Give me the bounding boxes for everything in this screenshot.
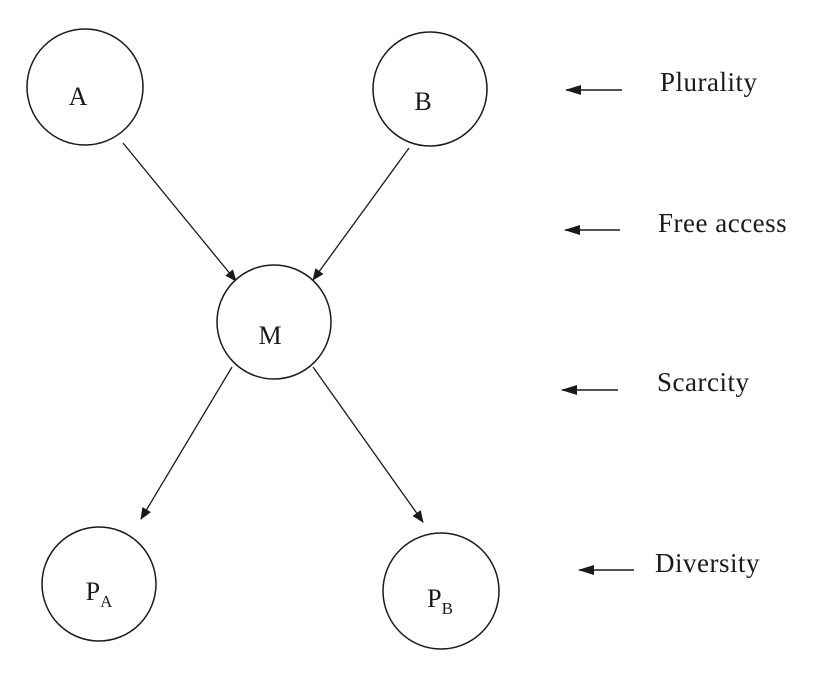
node-m-label: M	[258, 321, 281, 350]
level-free-access: Free access	[564, 208, 787, 238]
level-free-access-label: Free access	[658, 208, 787, 238]
level-scarcity: Scarcity	[561, 367, 749, 397]
node-pa-main: P	[86, 577, 100, 606]
node-b-circle	[372, 31, 488, 147]
level-diversity-label: Diversity	[655, 548, 760, 578]
node-b: B	[372, 31, 488, 147]
node-b-label: B	[414, 87, 431, 116]
level-scarcity-label: Scarcity	[657, 367, 749, 397]
node-a: A	[26, 28, 144, 146]
node-pa: PA	[41, 526, 157, 642]
node-pa-label: PA	[86, 577, 113, 611]
node-m-circle	[216, 264, 332, 380]
node-pb-label: PB	[427, 584, 453, 618]
level-plurality-label: Plurality	[660, 67, 758, 97]
edge-m-to-pb	[312, 366, 424, 523]
node-pb-subscript: B	[442, 599, 453, 618]
level-diversity: Diversity	[578, 548, 760, 578]
node-pa-circle	[41, 526, 157, 642]
node-a-circle	[26, 28, 144, 146]
level-plurality: Plurality	[565, 67, 758, 97]
node-m: M	[216, 264, 332, 380]
node-pb: PB	[382, 532, 500, 650]
edge-a-to-m	[122, 142, 237, 282]
edge-m-to-pa	[140, 366, 233, 520]
node-pb-main: P	[427, 584, 441, 613]
node-pa-subscript: A	[100, 592, 113, 611]
edge-b-to-m	[312, 147, 410, 281]
node-a-label: A	[69, 82, 88, 111]
node-pb-circle	[382, 532, 500, 650]
